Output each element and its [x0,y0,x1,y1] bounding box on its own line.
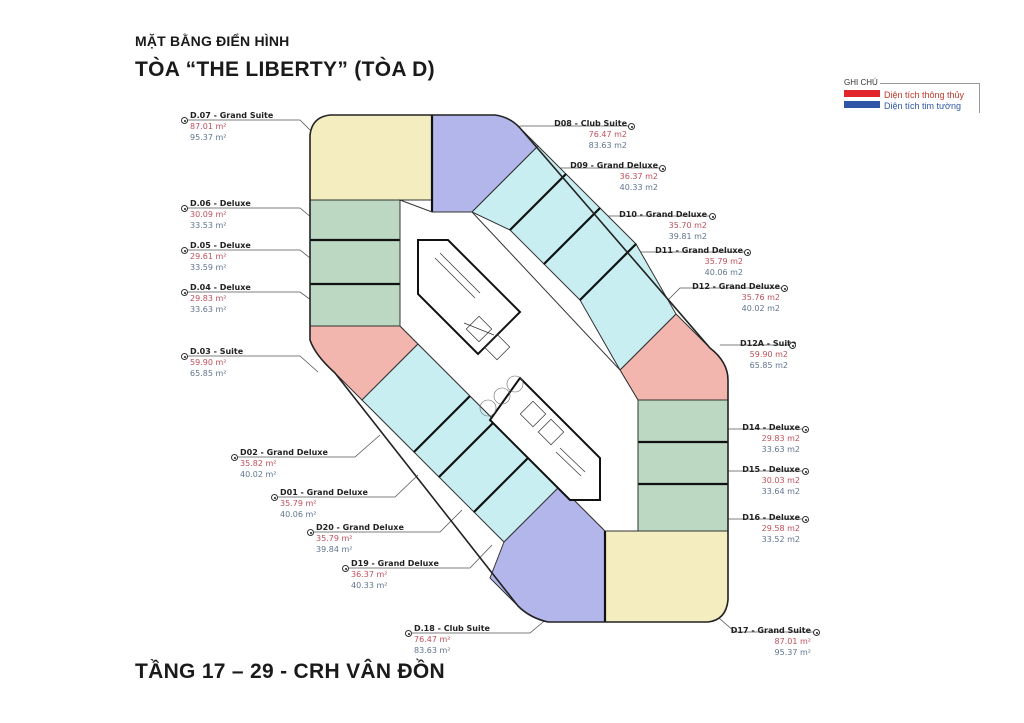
unit-marker-icon [231,454,238,461]
unit-label-d02[interactable]: D02 - Grand Deluxe 35.82 m² 40.02 m² [240,448,328,479]
legend-frame-line [979,83,980,113]
unit-label-d06[interactable]: D.06 - Deluxe 30.09 m² 33.53 m² [190,199,251,230]
unit-d15 [637,441,729,485]
unit-label-d05[interactable]: D.05 - Deluxe 29.61 m² 33.59 m² [190,241,251,272]
legend: GHI CHÚ Diện tích thông thủy Diện tích t… [840,78,980,114]
unit-label-d01[interactable]: D01 - Grand Deluxe 35.79 m² 40.06 m² [280,488,368,519]
legend-swatch-gross-area [844,101,880,108]
unit-label-d20[interactable]: D20 - Grand Deluxe 35.79 m² 39.84 m² [316,523,404,554]
unit-marker-icon [813,629,820,636]
unit-marker-icon [744,249,751,256]
outer-wall [309,114,729,623]
unit-marker-icon [802,516,809,523]
unit-d17 [604,530,729,623]
unit-label-d19[interactable]: D19 - Grand Deluxe 36.37 m² 40.33 m² [351,559,439,590]
legend-title: GHI CHÚ [844,78,878,87]
unit-label-d15[interactable]: D15 - Deluxe 30.03 m2 33.64 m2 [742,465,800,496]
unit-marker-icon [802,426,809,433]
unit-label-d08[interactable]: D08 - Club Suite 76.47 m2 83.63 m2 [554,119,627,150]
unit-label-d09[interactable]: D09 - Grand Deluxe 36.37 m2 40.33 m2 [570,161,658,192]
legend-frame-line [880,83,980,84]
unit-marker-icon [405,630,412,637]
unit-marker-icon [789,342,796,349]
unit-marker-icon [709,213,716,220]
floor-range-title: TẦNG 17 – 29 - CRH VÂN ĐỒN [135,660,446,683]
unit-marker-icon [659,165,666,172]
unit-marker-icon [181,353,188,360]
unit-marker-icon [181,289,188,296]
unit-d16 [637,483,729,532]
unit-d05 [309,239,401,285]
unit-label-d17[interactable]: D17 - Grand Suite 87.01 m² 95.37 m² [730,626,811,657]
unit-marker-icon [181,205,188,212]
unit-polygons [309,114,729,623]
unit-label-d18[interactable]: D.18 - Club Suite 76.47 m² 83.63 m² [414,624,490,655]
unit-label-d16[interactable]: D16 - Deluxe 29.58 m2 33.52 m2 [742,513,800,544]
unit-marker-icon [181,117,188,124]
legend-swatch-net-area [844,90,880,97]
unit-label-d12a[interactable]: D12A - Suite 59.90 m2 65.85 m2 [740,339,797,370]
unit-marker-icon [628,123,635,130]
unit-label-d07[interactable]: D.07 - Grand Suite 87.01 m² 95.37 m² [190,111,274,142]
unit-d14 [637,399,729,443]
unit-d06 [309,199,401,241]
unit-d07 [309,114,433,201]
unit-marker-icon [271,494,278,501]
unit-marker-icon [181,247,188,254]
unit-marker-icon [307,529,314,536]
unit-label-d14[interactable]: D14 - Deluxe 29.83 m2 33.63 m2 [742,423,800,454]
unit-label-d11[interactable]: D11 - Grand Deluxe 35.79 m2 40.06 m2 [655,246,743,277]
page-subtitle: MẶT BẰNG ĐIỂN HÌNH [135,33,290,49]
unit-marker-icon [802,468,809,475]
legend-label-gross-area: Diện tích tim tường [884,101,961,111]
unit-marker-icon [781,285,788,292]
unit-label-d10[interactable]: D10 - Grand Deluxe 35.70 m2 39.81 m2 [619,210,707,241]
central-core [399,199,639,532]
unit-label-d03[interactable]: D.03 - Suite 59.90 m² 65.85 m² [190,347,244,378]
page-title: TÒA “THE LIBERTY” (TÒA D) [135,58,435,81]
unit-label-d04[interactable]: D.04 - Deluxe 29.83 m² 33.63 m² [190,283,251,314]
party-walls [310,115,728,622]
unit-marker-icon [342,565,349,572]
legend-label-net-area: Diện tích thông thủy [884,90,965,100]
unit-d04 [309,283,401,327]
unit-label-d12[interactable]: D12 - Grand Deluxe 35.76 m2 40.02 m2 [692,282,780,313]
